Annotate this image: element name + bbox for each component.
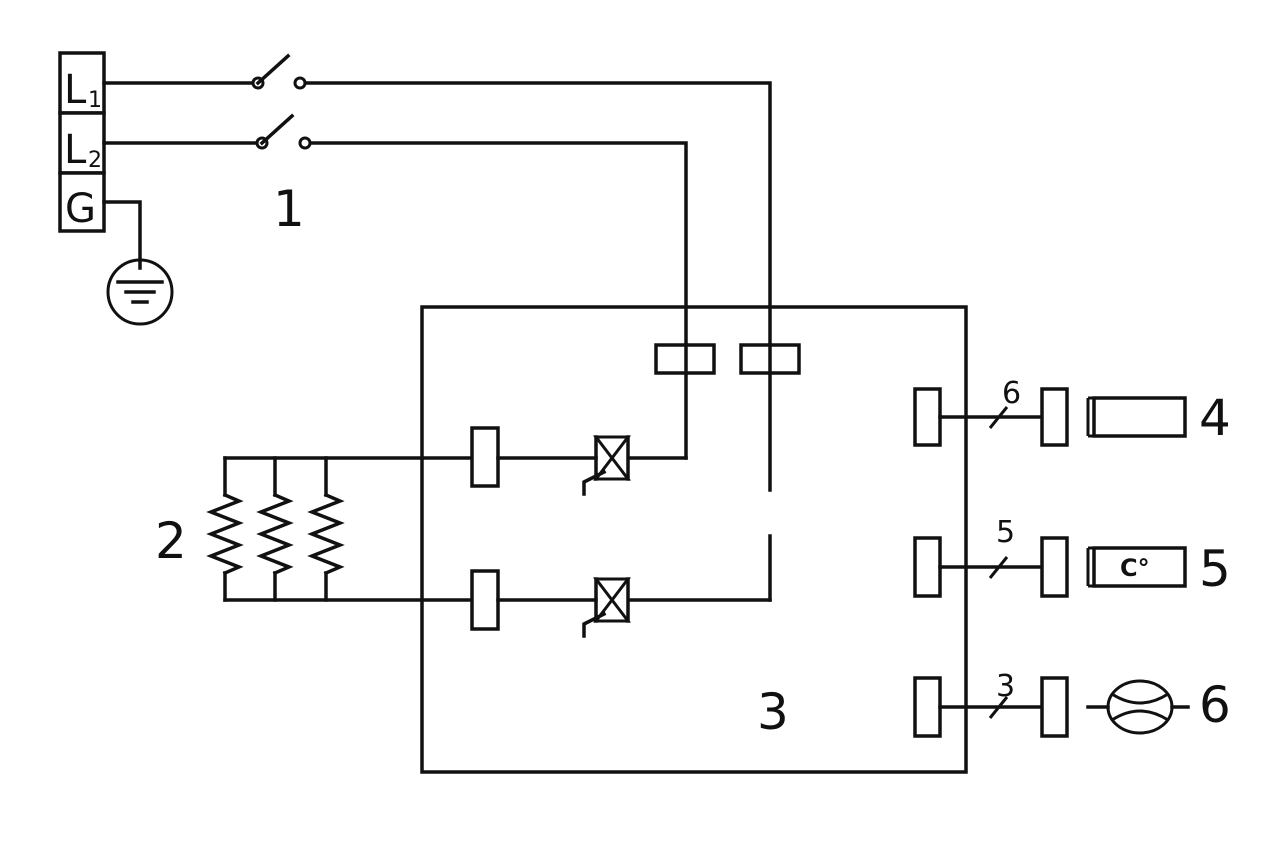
sensor-label: 6 <box>1199 676 1231 734</box>
temperature-gauge-connection: C° <box>913 536 1187 598</box>
terminal-l2-subscript: 2 <box>88 148 102 173</box>
gauge-port-outer <box>1040 536 1069 598</box>
display-connection <box>913 387 1187 447</box>
triac-top <box>496 435 688 496</box>
display-wire-count: 6 <box>1002 376 1021 411</box>
sensor-connection <box>913 676 1190 738</box>
gauge-port-inner <box>913 536 942 598</box>
sensor-port-inner <box>913 676 942 738</box>
terminal-l1-subscript: 1 <box>88 88 102 113</box>
sensor-icon <box>1106 679 1174 735</box>
temperature-gauge-label: 5 <box>1199 540 1231 598</box>
sensor-port-outer <box>1040 676 1069 738</box>
heater-label: 2 <box>155 512 187 570</box>
terminal-block: L 1 L 2 G <box>58 51 106 233</box>
temperature-gauge-text: C° <box>1120 554 1150 582</box>
terminal-l1-letter: L <box>64 67 87 113</box>
switch-label: 1 <box>273 180 305 238</box>
controller-box <box>420 305 968 774</box>
display-unit <box>1092 396 1187 438</box>
controller-label: 3 <box>757 683 789 741</box>
gauge-wire-count: 5 <box>996 515 1015 550</box>
terminal-l2-letter: L <box>64 127 87 173</box>
sensor-wire-count: 3 <box>996 669 1015 704</box>
heater-connector-bottom <box>470 569 500 631</box>
display-label: 4 <box>1199 389 1231 447</box>
main-switch <box>102 53 772 602</box>
display-port-inner <box>913 387 942 447</box>
heater-elements <box>206 456 487 602</box>
terminal-g-label: G <box>65 186 96 232</box>
terminal-g <box>58 171 106 233</box>
triac-bottom <box>496 577 772 638</box>
temperature-gauge <box>1092 546 1187 588</box>
display-port-outer <box>1040 387 1069 447</box>
ground-symbol <box>102 200 174 326</box>
heater-connector-top <box>470 426 500 488</box>
